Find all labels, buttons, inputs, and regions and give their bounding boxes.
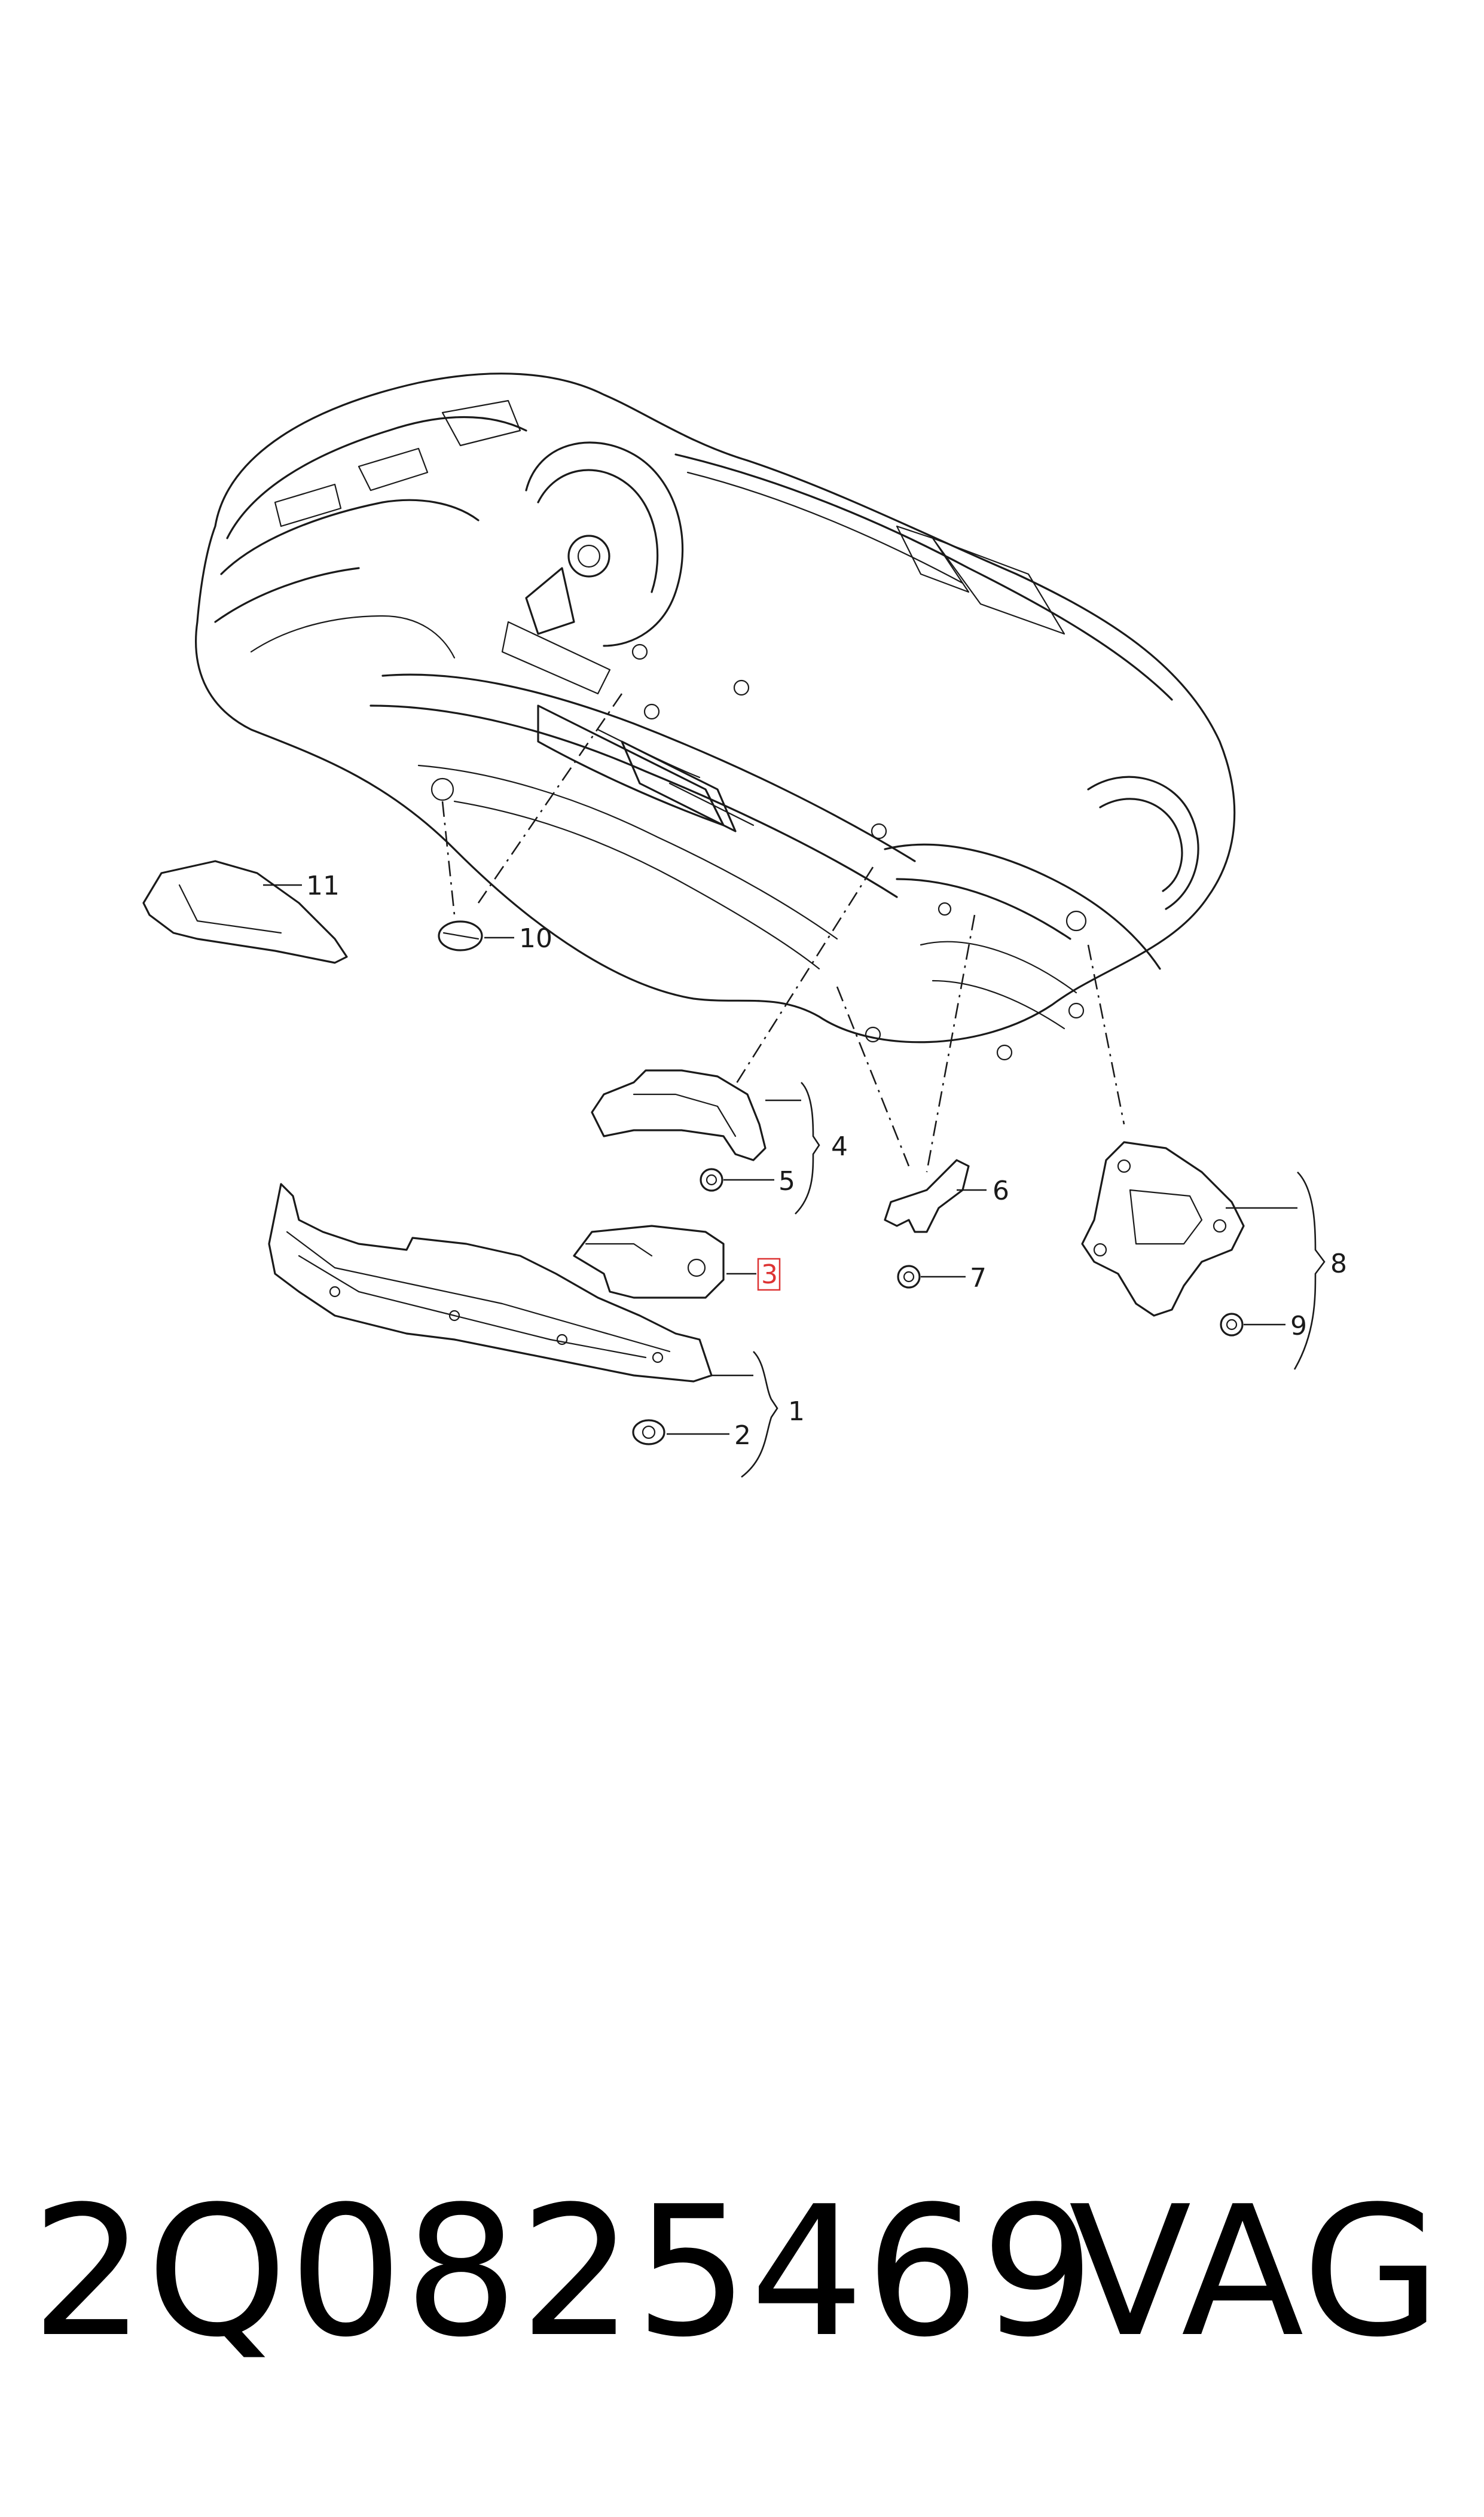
part-10-grommet <box>438 920 514 951</box>
part-6-bracket-clip <box>884 1159 987 1233</box>
vehicle-underbody-drawing <box>195 373 1236 1061</box>
part-7-nut <box>897 1265 966 1289</box>
exploded-parts-diagram: 11 10 4 5 6 7 3 2 1 8 9 <box>142 373 1347 1478</box>
callout-5: 5 <box>778 1166 795 1197</box>
brand-label: VAG <box>1068 2168 1442 2376</box>
part-9-nut <box>1220 1313 1285 1337</box>
part-8-rear-shield <box>1081 1141 1326 1370</box>
callout-10: 10 <box>519 923 552 954</box>
callout-9: 9 <box>1290 1311 1307 1341</box>
part-2-grommet <box>632 1419 729 1445</box>
callout-7: 7 <box>970 1263 987 1293</box>
callout-3-highlight-box <box>757 1258 781 1291</box>
callout-2: 2 <box>734 1420 751 1451</box>
callout-4: 4 <box>831 1131 848 1162</box>
footer: 2Q0825469 VAG <box>0 2153 1484 2392</box>
assembly-leader-lines <box>441 693 1125 1173</box>
part-number-label: 2Q0825469 <box>31 2168 1097 2376</box>
part-4-heat-shield <box>591 1069 820 1215</box>
part-3-shield <box>573 1225 756 1299</box>
part-5-nut <box>700 1168 774 1192</box>
callout-labels: 11 10 4 5 6 7 3 2 1 8 9 <box>306 871 1347 1451</box>
callout-11: 11 <box>306 871 340 901</box>
callout-3: 3 <box>761 1259 778 1290</box>
callout-8: 8 <box>1330 1249 1347 1279</box>
part-1-underbody-panel <box>268 1183 778 1478</box>
callout-6: 6 <box>993 1176 1009 1206</box>
part-11-front-shield <box>142 860 348 964</box>
callout-1: 1 <box>788 1396 805 1427</box>
